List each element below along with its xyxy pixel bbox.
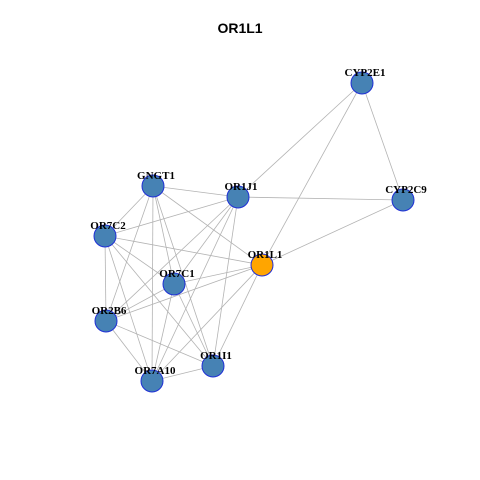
node-label-or1j1: OR1J1 [225,181,258,193]
node-or1l1 [250,253,274,277]
edge-or2b6-or1i1 [105,320,214,367]
edge-or1l1-or1i1 [212,264,263,367]
edge-cyp2e1-or1l1 [261,82,363,266]
edge-cyp2c9-or1l1 [261,199,404,266]
edge-or1l1-or2b6 [105,264,263,322]
node-or7c2 [93,224,117,248]
node-or1j1 [226,185,250,209]
edge-or1l1-or7c1 [173,264,263,285]
node-label-or7c1: OR7C1 [159,268,194,280]
edge-or7c1-or2b6 [105,283,175,322]
edge-cyp2e1-or1j1 [237,82,363,198]
edge-or1j1-or7c1 [173,196,239,285]
edge-gngt1-or7c2 [104,185,154,237]
edges-layer [104,82,404,382]
nodes-layer [93,71,415,393]
node-label-or7a10: OR7A10 [135,365,176,377]
edge-gngt1-or1i1 [152,185,214,367]
edge-or2b6-or7a10 [105,320,153,382]
edge-or7c1-or1i1 [173,283,214,367]
graph-title: OR1L1 [217,20,263,36]
edge-cyp2e1-cyp2c9 [361,82,404,201]
node-or2b6 [94,309,118,333]
node-or7a10 [140,369,164,393]
edge-gngt1-or7c1 [152,185,175,285]
node-label-or7c2: OR7C2 [90,220,126,232]
edge-or1j1-or7c2 [104,196,239,237]
edge-gngt1-or7a10 [151,185,154,382]
edge-or7c2-or2b6 [104,235,107,322]
node-label-gngt1: GNGT1 [137,170,175,182]
edge-gngt1-or1j1 [152,185,239,198]
node-label-or1i1: OR1I1 [200,350,232,362]
edge-or1l1-or7a10 [151,264,263,382]
node-gngt1 [141,174,165,198]
edge-or1j1-or1i1 [212,196,239,367]
node-cyp2c9 [391,188,415,212]
edge-cyp2c9-or1j1 [237,196,404,201]
node-cyp2e1 [350,71,374,95]
edge-or7c2-or1i1 [104,235,214,367]
node-label-cyp2e1: CYP2E1 [345,67,386,79]
node-label-or2b6: OR2B6 [92,305,127,317]
node-or1i1 [201,354,225,378]
node-or7c1 [162,272,186,296]
edge-or7c1-or7a10 [151,283,175,382]
node-label-cyp2c9: CYP2C9 [385,184,427,196]
edge-or7c2-or1l1 [104,235,263,266]
edge-or7c2-or7c1 [104,235,175,285]
node-label-or1l1: OR1L1 [248,249,283,261]
edge-or1j1-or2b6 [105,196,239,322]
